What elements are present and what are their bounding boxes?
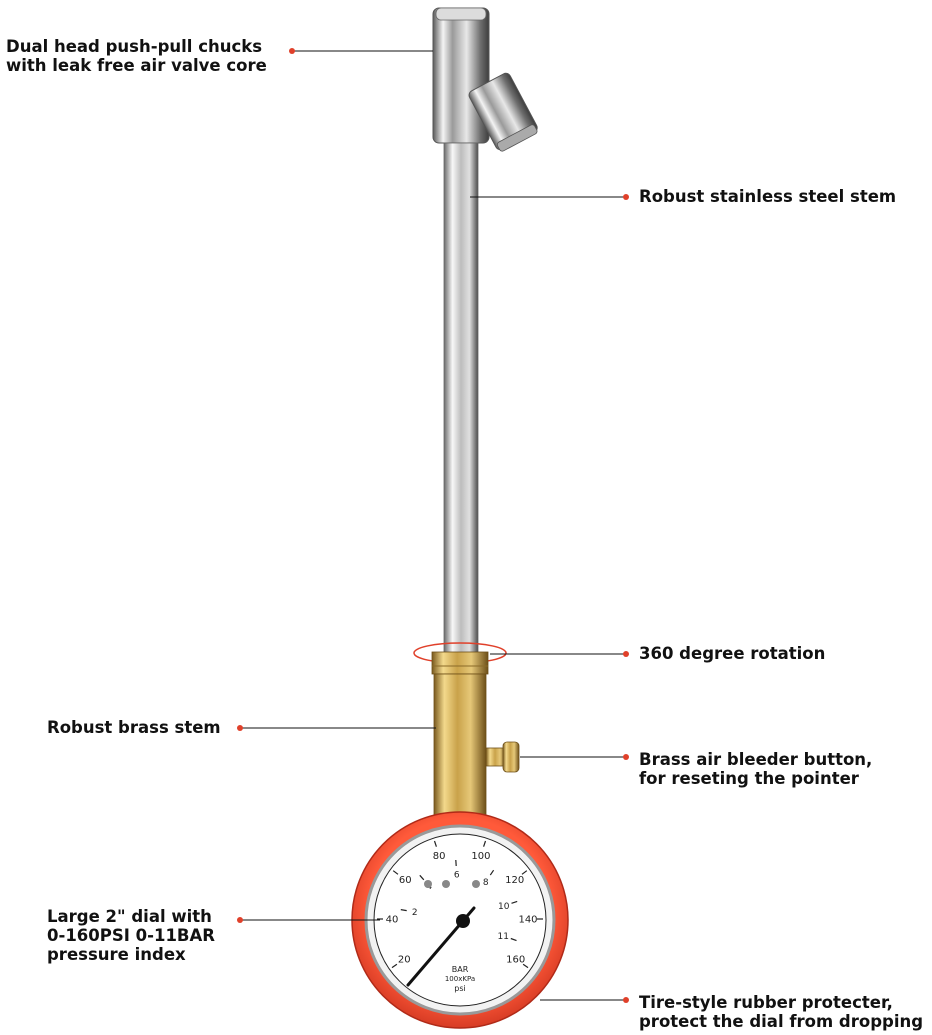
psi-label-tick-20 — [391, 963, 398, 969]
bar-label-tick-4 — [419, 874, 425, 881]
psi-label-80: 80 — [433, 851, 446, 862]
callout-dial-line1: Large 2" dial with — [47, 907, 212, 926]
callout-bleeder: Brass air bleeder button, for reseting t… — [639, 750, 872, 788]
psi-label-60: 60 — [399, 875, 412, 886]
dual-head-chuck — [432, 7, 538, 152]
unit-bar: BAR — [452, 965, 469, 974]
callout-protector-line1: Tire-style rubber protecter, — [639, 993, 893, 1012]
bar-label-tick-8 — [489, 869, 495, 876]
psi-label-tick-80 — [433, 840, 437, 847]
bar-label-6: 6 — [454, 870, 460, 880]
bar-label-tick-10 — [511, 900, 518, 904]
pointer-hub — [456, 914, 470, 928]
bar-label-2: 2 — [412, 908, 418, 918]
callout-brass-stem: Robust brass stem — [47, 718, 221, 737]
callout-rotation-line1: 360 degree rotation — [639, 644, 826, 663]
callout-rotation: 360 degree rotation — [639, 644, 825, 663]
callout-dial-line3: pressure index — [47, 945, 186, 964]
bar-label-10: 10 — [498, 902, 510, 912]
psi-label-140: 140 — [518, 915, 537, 926]
unit-kpa: 100xKPa — [445, 975, 475, 983]
callout-dial: Large 2" dial with 0-160PSI 0-11BAR pres… — [47, 907, 215, 964]
stainless-steel-stem — [443, 142, 479, 656]
callout-protector: Tire-style rubber protecter, protect the… — [639, 993, 923, 1031]
callout-dial-line2: 0-160PSI 0-11BAR — [47, 926, 215, 945]
bleeder-button — [485, 741, 520, 773]
bar-label-tick-11 — [510, 937, 517, 942]
psi-label-40: 40 — [386, 915, 399, 926]
accent-dots — [237, 48, 629, 1003]
psi-label-tick-160 — [522, 963, 529, 969]
brass-stem — [431, 651, 489, 825]
psi-label-tick-100 — [483, 840, 487, 847]
psi-tick-marks: 20 40 60 80 100 120 140 160 — [377, 840, 543, 969]
bar-label-tick-2 — [400, 909, 407, 912]
psi-label-120: 120 — [505, 875, 524, 886]
bar-label-11: 11 — [497, 932, 508, 942]
callout-chuck: Dual head push-pull chucks with leak fre… — [6, 37, 267, 75]
psi-label-100: 100 — [471, 851, 490, 862]
leader-lines — [240, 50, 626, 1001]
callout-protector-line2: protect the dial from dropping — [639, 1012, 924, 1031]
callout-chuck-line2: with leak free air valve core — [6, 56, 267, 75]
bar-label-8: 8 — [483, 878, 489, 888]
callout-brass-stem-line1: Robust brass stem — [47, 718, 221, 737]
callout-steel-stem: Robust stainless steel stem — [639, 187, 896, 206]
psi-label-20: 20 — [398, 955, 411, 966]
psi-label-tick-60 — [392, 870, 399, 875]
callout-bleeder-line2: for reseting the pointer — [639, 769, 859, 788]
callout-chuck-line1: Dual head push-pull chucks — [6, 37, 263, 56]
unit-psi: psi — [454, 984, 465, 993]
callout-bleeder-line1: Brass air bleeder button, — [639, 750, 873, 769]
psi-label-160: 160 — [506, 955, 525, 966]
callout-steel-stem-line1: Robust stainless steel stem — [639, 187, 897, 206]
psi-label-tick-120 — [521, 870, 528, 875]
